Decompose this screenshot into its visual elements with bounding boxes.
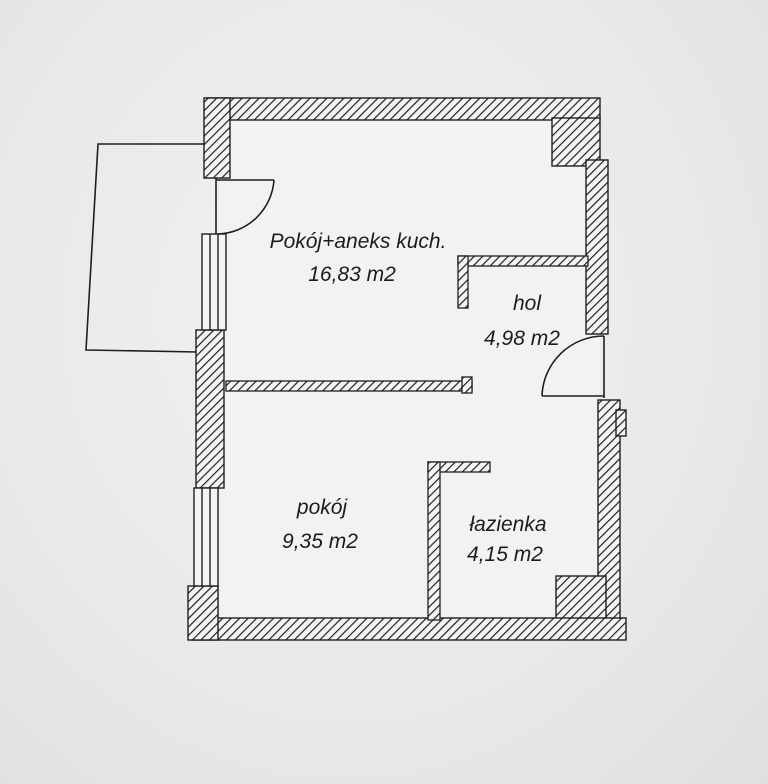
wall-main-divider-end	[461, 376, 473, 394]
windows	[193, 233, 227, 587]
wall-left-top	[203, 97, 231, 179]
wall-hol-left	[457, 255, 469, 309]
wall-right-upper	[585, 159, 609, 335]
wall-left-bottom	[187, 585, 219, 641]
entrance-door	[541, 335, 605, 398]
window-lower	[193, 487, 219, 587]
room-name-bathroom: łazienka	[469, 513, 546, 536]
wall-right-stub	[615, 409, 627, 437]
room-name-bedroom: pokój	[296, 496, 349, 519]
interior-floor	[220, 118, 600, 624]
room-area-bathroom: 4,15 m2	[467, 543, 543, 566]
wall-top-right-pillar	[551, 117, 601, 167]
room-name-living-kitchen: Pokój+aneks kuch.	[270, 230, 447, 253]
wall-main-divider	[225, 380, 473, 392]
room-area-living-kitchen: 16,83 m2	[308, 263, 396, 286]
room-area-hall: 4,98 m2	[484, 327, 560, 350]
wall-hol-top	[457, 255, 589, 267]
wall-bath-left	[427, 461, 441, 621]
room-name-hall: hol	[513, 292, 542, 315]
balcony	[85, 143, 204, 353]
wall-bottom	[191, 617, 627, 641]
room-area-bedroom: 9,35 m2	[282, 530, 358, 553]
wall-bottom-right-pillar	[555, 575, 607, 625]
interior-walls	[225, 255, 589, 621]
window-upper	[201, 233, 227, 331]
balcony-door	[215, 178, 275, 235]
exterior-walls	[187, 97, 627, 641]
wall-top	[205, 97, 601, 121]
room-labels: Pokój+aneks kuch. 16,83 m2 hol 4,98 m2 p…	[270, 230, 561, 566]
wall-left-middle	[195, 329, 225, 489]
